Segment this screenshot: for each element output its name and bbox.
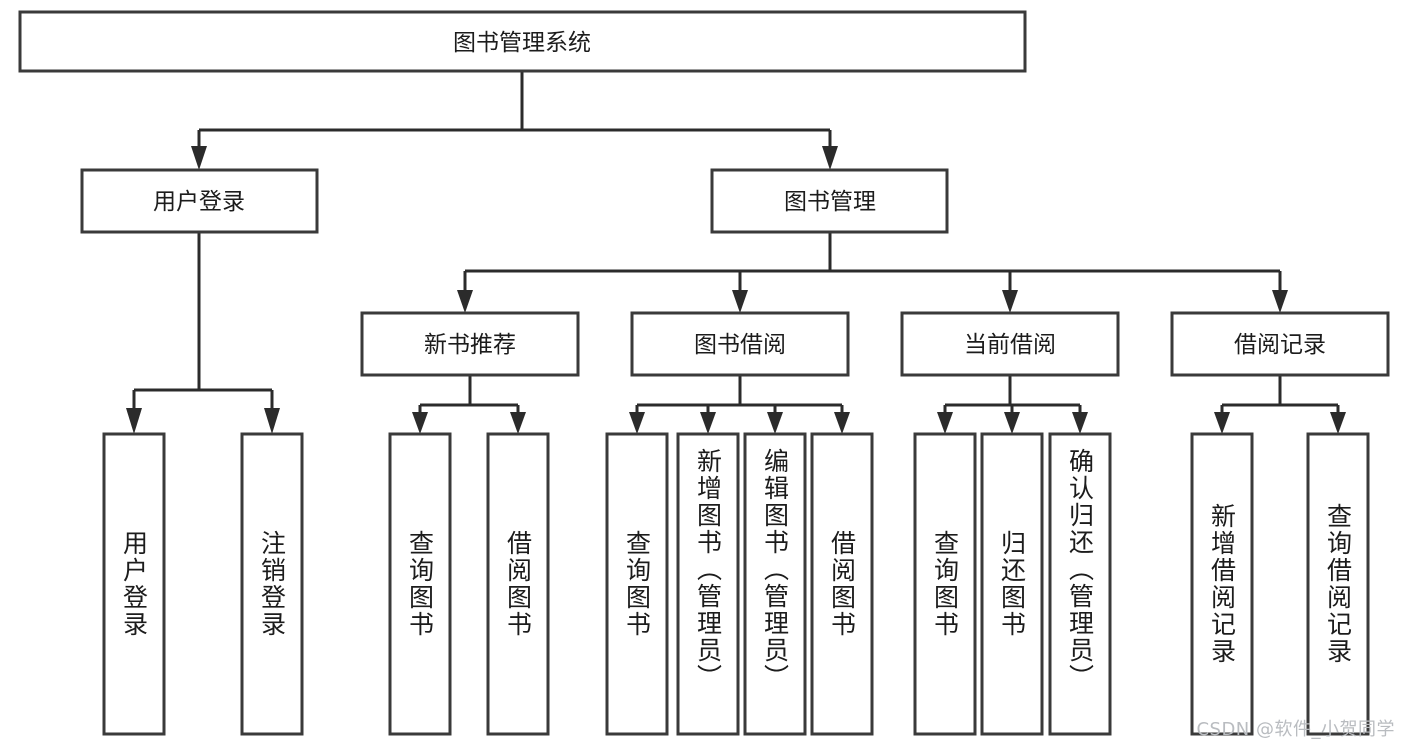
node-box-current-borrow[interactable] xyxy=(900,311,1120,377)
arrow-head-leaf-borrow-book-1 xyxy=(510,412,526,434)
connector-group-new-book-recommend xyxy=(412,375,526,434)
node-box-new-book-recommend[interactable] xyxy=(360,311,580,377)
label-book-borrow: 图书借阅 xyxy=(694,332,786,358)
arrow-head-leaf-query-book-2 xyxy=(629,412,645,434)
arrow-head-leaf-confirm-return xyxy=(1072,412,1088,434)
arrow-head-leaf-add-record xyxy=(1214,412,1230,434)
node-box-leaf-borrow-book-2[interactable] xyxy=(810,432,874,736)
arrow-head-leaf-add-book xyxy=(700,412,716,434)
arrow-head-leaf-return-book xyxy=(1004,412,1020,434)
node-box-book-manage[interactable] xyxy=(710,168,949,234)
node-box-borrow-record[interactable] xyxy=(1170,311,1390,377)
node-box-leaf-user-login[interactable] xyxy=(102,432,166,736)
node-box-leaf-logout-login[interactable] xyxy=(240,432,304,736)
node-box-leaf-query-record[interactable] xyxy=(1306,432,1370,736)
arrow-head-leaf-user-login xyxy=(126,408,142,434)
node-box-leaf-query-book-3[interactable] xyxy=(913,432,977,736)
node-box-leaf-add-record[interactable] xyxy=(1190,432,1254,736)
node-box-leaf-add-book[interactable] xyxy=(676,432,740,736)
label-current-borrow: 当前借阅 xyxy=(964,332,1056,358)
connector-group-user-login xyxy=(126,232,280,434)
arrow-head-book-borrow xyxy=(732,290,748,313)
arrow-head-leaf-query-record xyxy=(1330,412,1346,434)
connector-group-current-borrow xyxy=(937,375,1088,434)
arrow-head-borrow-record xyxy=(1272,290,1288,313)
arrow-head-leaf-edit-book xyxy=(767,412,783,434)
arrow-head-current-borrow xyxy=(1002,290,1018,313)
label-new-book-recommend: 新书推荐 xyxy=(424,332,516,358)
arrow-head-leaf-logout-login xyxy=(264,408,280,434)
csdn-watermark: CSDN @软件_小贺同学 xyxy=(1196,719,1395,740)
arrow-head-new-book-recommend xyxy=(457,290,473,313)
connector-group-root xyxy=(191,71,838,170)
node-box-leaf-edit-book[interactable] xyxy=(743,432,807,736)
arrow-head-book-manage xyxy=(822,146,838,170)
node-box-leaf-confirm-return[interactable] xyxy=(1048,432,1112,736)
arrow-head-leaf-query-book-1 xyxy=(412,412,428,434)
label-root: 图书管理系统 xyxy=(453,30,591,56)
node-box-root[interactable] xyxy=(18,10,1027,73)
arrow-head-leaf-query-book-3 xyxy=(937,412,953,434)
node-box-book-borrow[interactable] xyxy=(630,311,850,377)
label-borrow-record: 借阅记录 xyxy=(1234,332,1326,358)
arrow-head-leaf-borrow-book-2 xyxy=(834,412,850,434)
connector-group-book-manage xyxy=(457,232,1288,313)
node-box-user-login[interactable] xyxy=(80,168,319,234)
node-box-leaf-query-book-2[interactable] xyxy=(605,432,669,736)
label-user-login: 用户登录 xyxy=(153,189,245,215)
node-box-leaf-return-book[interactable] xyxy=(980,432,1044,736)
connector-group-borrow-record xyxy=(1214,375,1346,434)
node-box-leaf-borrow-book-1[interactable] xyxy=(486,432,550,736)
arrow-head-user-login xyxy=(191,146,207,170)
connector-group-book-borrow xyxy=(629,375,850,434)
label-book-manage: 图书管理 xyxy=(784,189,876,215)
node-box-leaf-query-book-1[interactable] xyxy=(388,432,452,736)
